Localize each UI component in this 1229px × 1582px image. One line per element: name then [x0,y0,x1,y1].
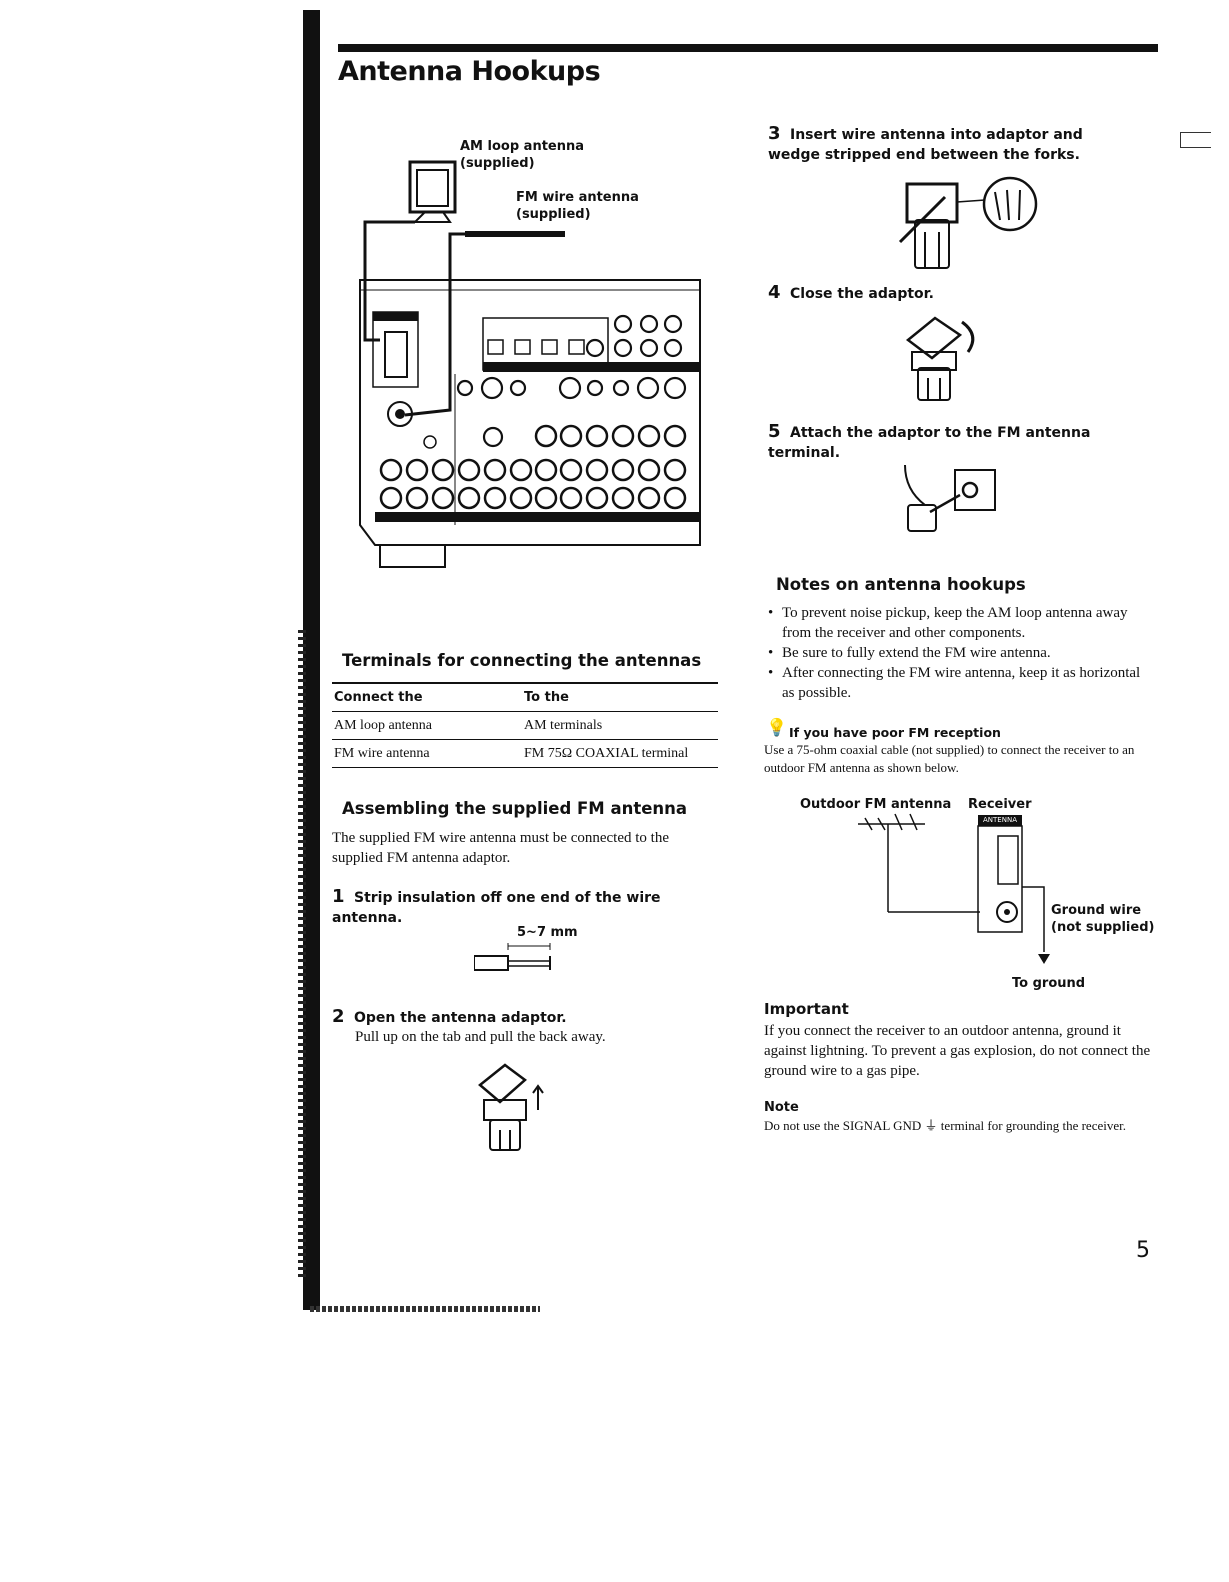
step-2-body: Pull up on the tab and pull the back awa… [355,1029,606,1045]
list-item: Be sure to fully extend the FM wire ante… [764,643,1154,663]
step-number: 1 [332,886,345,907]
table-row: AM loop antenna AM terminals [332,711,718,740]
binding-edge [303,10,320,1310]
am-loop-antenna-label: AM loop antenna(supplied) [460,139,585,171]
step-number: 2 [332,1006,345,1027]
step-number: 5 [768,421,781,442]
step-text: Strip insulation off one end of the wire… [332,890,661,926]
table-cell: FM wire antenna [332,739,522,768]
column-header: To the [522,682,718,712]
step-text: Attach the adaptor to the FM antenna ter… [768,425,1091,461]
receiver-label: Receiver [968,797,1032,812]
column-header: Connect the [332,682,522,712]
table-cell: FM 75Ω COAXIAL terminal [522,739,718,768]
step-4: 4 Close the adaptor. [768,283,1128,304]
strip-dimension-label: 5~7 mm [517,925,578,940]
step-text: Close the adaptor. [790,286,934,302]
header-rule [338,44,1158,52]
note-heading: Note [764,1100,799,1115]
note-body: Do not use the SIGNAL GND ⏚ terminal for… [764,1118,1126,1133]
notes-heading: Notes on antenna hookups [776,575,1026,594]
receiver-rear-panel-illustration [359,160,701,568]
page-number: 5 [1136,1238,1150,1263]
step-number: 3 [768,123,781,144]
table-cell: AM loop antenna [332,711,522,740]
tip-body: Use a 75-ohm coaxial cable (not supplied… [764,742,1135,775]
terminals-table-wrap: Connect the To the AM loop antenna AM te… [332,682,718,768]
wire-strip-illustration [474,943,551,971]
important-body: If you connect the receiver to an outdoo… [764,1023,1151,1079]
outdoor-fm-antenna-label: Outdoor FM antenna [800,797,952,812]
attach-adaptor-illustration [904,464,996,532]
step-text: Open the antenna adaptor. [354,1010,567,1026]
assembling-intro: The supplied FM wire antenna must be con… [332,830,669,866]
step-2: 2 Open the antenna adaptor. [332,1007,722,1028]
page-title: Antenna Hookups [338,56,601,87]
terminals-table: Connect the To the AM loop antenna AM te… [332,682,718,768]
antenna-panel-label: ANTENNA [978,815,1022,826]
fm-wire-antenna-label: FM wire antenna(supplied) [516,190,639,222]
close-adaptor-illustration [905,316,975,401]
step-text: Insert wire antenna into adaptor and wed… [768,127,1083,163]
important-heading: Important [764,1000,849,1018]
tip-heading: If you have poor FM reception [789,725,1001,740]
list-item: After connecting the FM wire antenna, ke… [764,663,1154,703]
lightbulb-icon: 💡 [766,718,788,737]
list-item: To prevent noise pickup, keep the AM loo… [764,603,1154,643]
receiver-diagram: AM loop antenna(supplied) FM wire antenn… [355,130,705,575]
table-header-row: Connect the To the [332,682,718,712]
scan-artifact [310,1306,540,1312]
outdoor-antenna-illustration [858,813,1050,964]
ground-wire-label: Ground wire(not supplied) [1051,903,1155,935]
assembling-heading: Assembling the supplied FM antenna [342,799,688,818]
notes-list: To prevent noise pickup, keep the AM loo… [764,603,1154,703]
step-number: 4 [768,282,781,303]
table-cell: AM terminals [522,711,718,740]
table-row: FM wire antenna FM 75Ω COAXIAL terminal [332,739,718,768]
open-adaptor-illustration [478,1063,544,1151]
terminals-heading: Terminals for connecting the antennas [342,651,702,670]
binding-edge-shadow [298,630,306,1280]
insert-wire-illustration [898,176,1038,269]
to-ground-label: To ground [1012,976,1086,991]
tab-marker [1180,132,1211,148]
